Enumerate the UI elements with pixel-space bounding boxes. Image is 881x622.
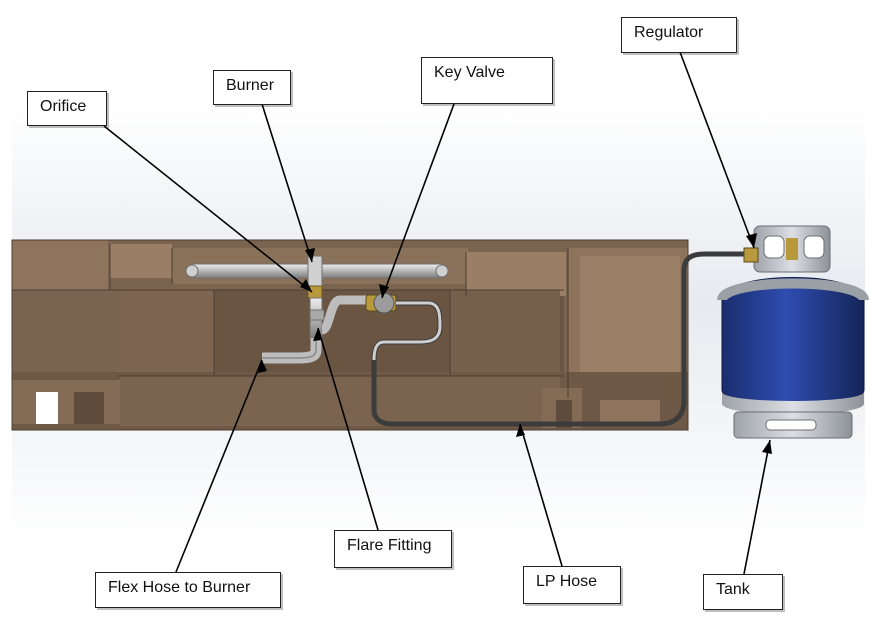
flare-fitting-label: Flare Fitting — [334, 530, 452, 568]
key-valve-assembly — [365, 251, 750, 427]
regulator-leader — [679, 51, 755, 249]
tank-leader — [743, 439, 771, 575]
regulator-label: Regulator — [621, 17, 737, 53]
flare-fitting-leader — [317, 327, 379, 531]
flex-hose-leader — [175, 359, 263, 573]
burner-leader — [261, 103, 313, 263]
propane-tank — [717, 225, 869, 439]
key-valve-label: Key Valve — [421, 57, 553, 104]
lp-hose-leader — [519, 423, 563, 567]
tank-label: Tank — [703, 574, 783, 610]
fire-pit-frame — [11, 239, 689, 431]
leader-arrowheads — [258, 233, 772, 454]
gas-fittings — [262, 285, 372, 364]
orifice-leader — [103, 125, 313, 293]
burner-label: Burner — [213, 70, 291, 105]
burner-assembly — [185, 255, 449, 287]
lp-hose-label: LP Hose — [523, 566, 621, 604]
key-valve-leader — [381, 103, 455, 299]
orifice-label: Orifice — [27, 91, 107, 126]
flex-hose-label: Flex Hose to Burner — [95, 572, 281, 608]
leader-lines — [103, 51, 771, 575]
